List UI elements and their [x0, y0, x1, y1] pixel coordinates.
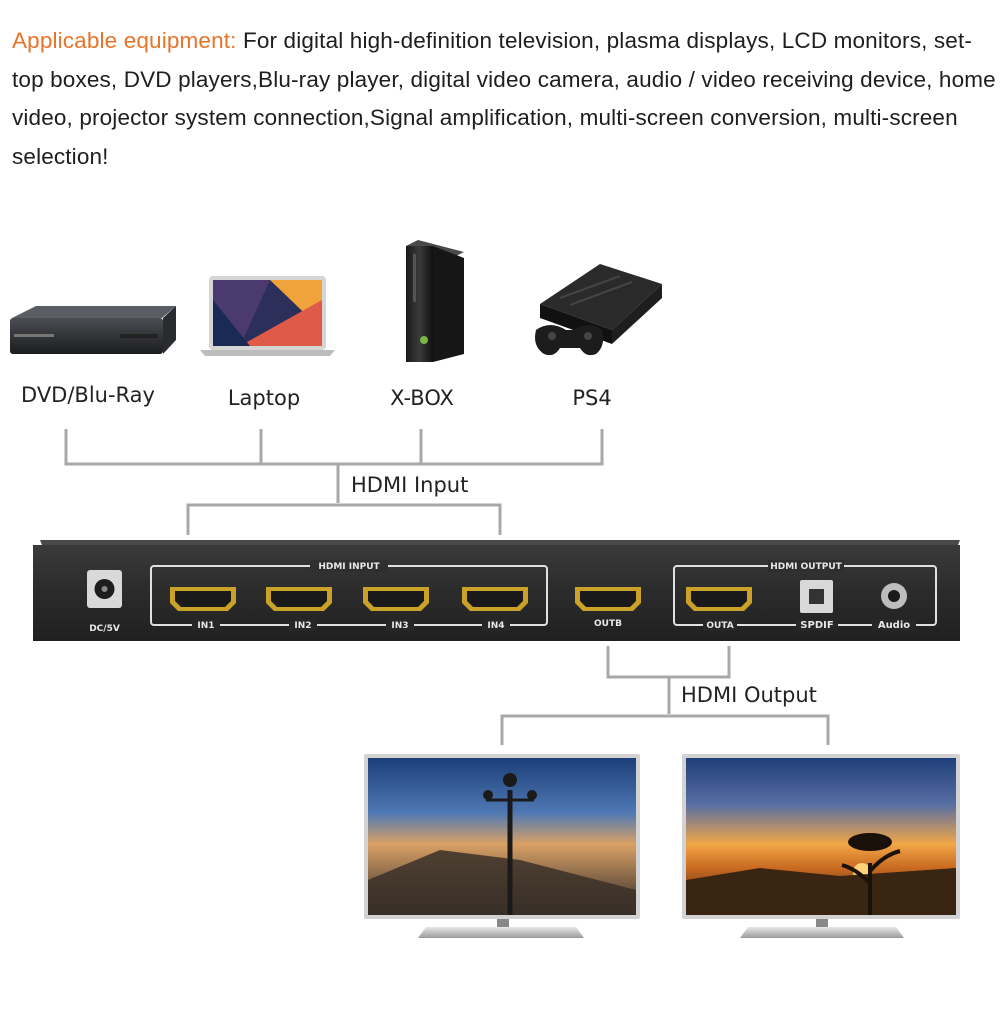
hdmi-port-in2-icon	[266, 587, 332, 611]
output-connector-lines	[500, 646, 830, 745]
hdmi-port-outb-icon	[575, 587, 641, 611]
port-label-in4: IN4	[487, 621, 504, 631]
hdmi-output-label: HDMI Output	[681, 683, 817, 707]
power-jack-icon	[87, 570, 122, 608]
power-label: DC/5V	[89, 624, 120, 634]
port-label-outb: OUTB	[594, 619, 622, 629]
dvd-player-icon	[10, 306, 176, 354]
ps4-icon	[535, 264, 662, 356]
port-label-in2: IN2	[294, 621, 311, 631]
applicable-equipment-paragraph: Applicable equipment: For digital high-d…	[12, 22, 997, 176]
port-label-outa: OUTA	[706, 621, 733, 631]
hdmi-input-label: HDMI Input	[351, 473, 469, 497]
laptop-icon	[200, 276, 335, 356]
port-label-audio: Audio	[878, 620, 910, 631]
tv-1-icon	[364, 754, 640, 938]
spdif-port-icon	[800, 580, 833, 613]
hdmi-port-in4-icon	[462, 587, 528, 611]
source-label-ps4: PS4	[572, 386, 612, 410]
tv-2-icon	[682, 754, 960, 938]
source-label-dvd: DVD/Blu-Ray	[21, 383, 155, 407]
port-label-spdif: SPDIF	[800, 620, 833, 631]
source-label-xbox: X-BOX	[390, 386, 454, 410]
port-label-in1: IN1	[197, 621, 214, 631]
input-connector-lines	[64, 429, 604, 535]
applicable-equipment-label: Applicable equipment:	[12, 28, 237, 53]
applicable-equipment-text: For digital high-definition television, …	[12, 28, 996, 169]
hdmi-port-in3-icon	[363, 587, 429, 611]
hdmi-input-box-title: HDMI INPUT	[318, 562, 380, 572]
hdmi-port-outa-icon	[686, 587, 752, 611]
hdmi-port-in1-icon	[170, 587, 236, 611]
port-label-in3: IN3	[391, 621, 408, 631]
source-label-laptop: Laptop	[227, 386, 301, 410]
audio-jack-icon	[881, 583, 907, 609]
hdmi-output-box-title: HDMI OUTPUT	[770, 562, 842, 572]
xbox-icon	[406, 240, 464, 362]
